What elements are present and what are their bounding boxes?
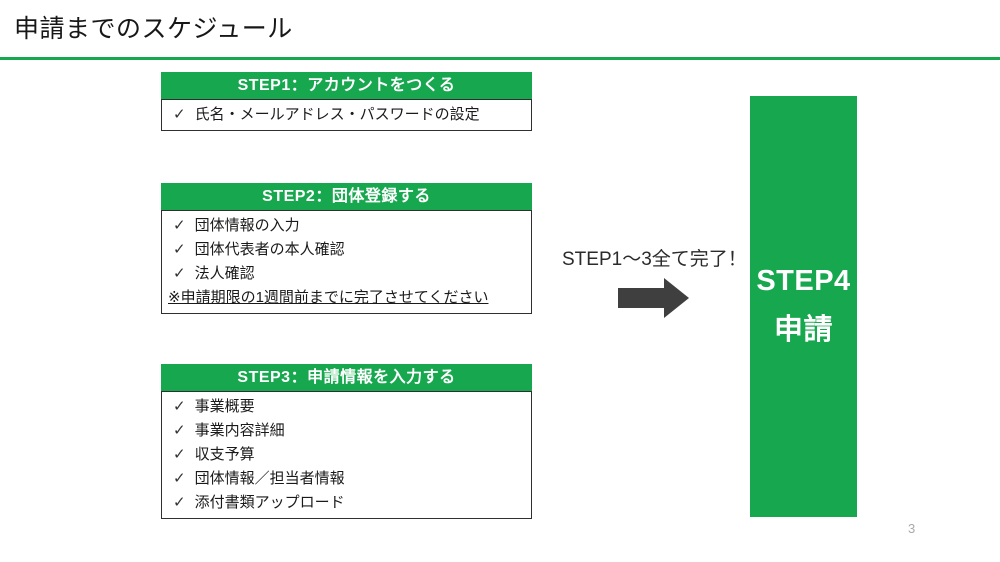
check-icon: ✓ bbox=[173, 446, 186, 463]
step1-item-list: ✓ 氏名・メールアドレス・パスワードの設定 bbox=[168, 103, 527, 127]
list-item: ✓ 団体代表者の本人確認 bbox=[168, 238, 527, 262]
step2-box: STEP2：団体登録する ✓ 団体情報の入力 ✓ 団体代表者の本人確認 ✓ 法人… bbox=[161, 183, 532, 314]
page-number: 3 bbox=[908, 521, 916, 536]
item-text: 収支予算 bbox=[194, 446, 255, 463]
step4-label-line2: 申請 bbox=[773, 314, 833, 346]
list-item: ✓ 事業内容詳細 bbox=[168, 419, 527, 443]
step1-header: STEP1：アカウントをつくる bbox=[161, 72, 532, 99]
list-item: ✓ 法人確認 bbox=[168, 262, 527, 286]
step3-body: ✓ 事業概要 ✓ 事業内容詳細 ✓ 収支予算 ✓ 団体情報／担当者情報 ✓ bbox=[161, 391, 532, 519]
check-icon: ✓ bbox=[173, 422, 186, 439]
step4-label-line1: STEP4 bbox=[756, 265, 851, 297]
list-item: ✓ 収支予算 bbox=[168, 443, 527, 467]
item-text: 団体情報／担当者情報 bbox=[194, 470, 345, 487]
list-item: ✓ 氏名・メールアドレス・パスワードの設定 bbox=[168, 103, 527, 127]
list-item: ✓ 添付書類アップロード bbox=[168, 491, 527, 515]
step2-item-list: ✓ 団体情報の入力 ✓ 団体代表者の本人確認 ✓ 法人確認 bbox=[168, 214, 527, 286]
item-text: 添付書類アップロード bbox=[194, 494, 345, 511]
list-item: ✓ 事業概要 bbox=[168, 395, 527, 419]
title-divider bbox=[0, 57, 1000, 60]
check-icon: ✓ bbox=[173, 470, 186, 487]
step2-body: ✓ 団体情報の入力 ✓ 団体代表者の本人確認 ✓ 法人確認 ※申請期限の1週間前… bbox=[161, 210, 532, 314]
step3-item-list: ✓ 事業概要 ✓ 事業内容詳細 ✓ 収支予算 ✓ 団体情報／担当者情報 ✓ bbox=[168, 395, 527, 515]
step4-box: STEP4 申請 bbox=[750, 96, 857, 517]
item-text: 団体情報の入力 bbox=[194, 217, 300, 234]
step1-body: ✓ 氏名・メールアドレス・パスワードの設定 bbox=[161, 99, 532, 131]
page-title: 申請までのスケジュール bbox=[14, 15, 293, 43]
list-item: ✓ 団体情報／担当者情報 bbox=[168, 467, 527, 491]
step1-box: STEP1：アカウントをつくる ✓ 氏名・メールアドレス・パスワードの設定 bbox=[161, 72, 532, 131]
check-icon: ✓ bbox=[173, 265, 186, 282]
completion-text: STEP1〜3全て完了！ bbox=[562, 249, 747, 270]
check-icon: ✓ bbox=[173, 494, 186, 511]
check-icon: ✓ bbox=[173, 106, 186, 123]
item-text: 団体代表者の本人確認 bbox=[194, 241, 345, 258]
step2-header: STEP2：団体登録する bbox=[161, 183, 532, 210]
deadline-note: ※申請期限の1週間前までに完了させてください bbox=[168, 289, 489, 306]
item-text: 法人確認 bbox=[194, 265, 255, 282]
check-icon: ✓ bbox=[173, 241, 186, 258]
check-icon: ✓ bbox=[173, 398, 186, 415]
item-text: 事業内容詳細 bbox=[194, 422, 285, 439]
check-icon: ✓ bbox=[173, 217, 186, 234]
item-text: 事業概要 bbox=[194, 398, 255, 415]
list-item: ✓ 団体情報の入力 bbox=[168, 214, 527, 238]
step3-box: STEP3：申請情報を入力する ✓ 事業概要 ✓ 事業内容詳細 ✓ 収支予算 ✓… bbox=[161, 364, 532, 519]
step3-header: STEP3：申請情報を入力する bbox=[161, 364, 532, 391]
arrow-right-icon bbox=[618, 278, 689, 318]
item-text: 氏名・メールアドレス・パスワードの設定 bbox=[194, 106, 480, 123]
